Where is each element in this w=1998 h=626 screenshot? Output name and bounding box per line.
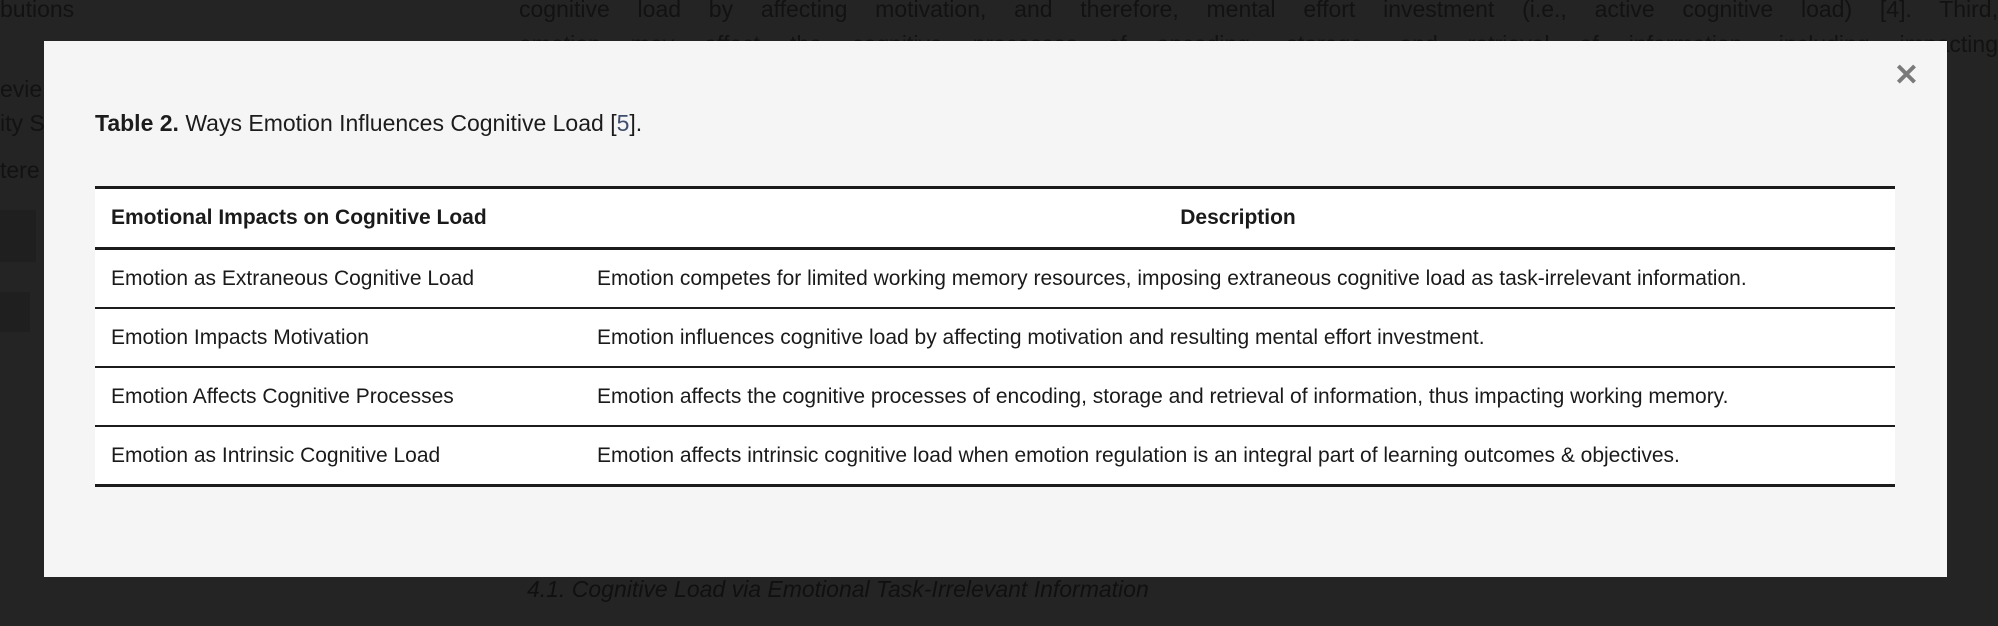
background-left-fragment: evie	[0, 76, 43, 102]
description-cell: Emotion competes for limited working mem…	[581, 248, 1895, 309]
background-left-fragment: tere	[0, 157, 40, 183]
background-left-fragment: ity S	[0, 110, 45, 136]
citation-link[interactable]: 5	[616, 110, 630, 136]
table-row: Emotion Impacts Motivation Emotion influ…	[95, 308, 1895, 368]
impact-cell: Emotion as Extraneous Cognitive Load	[95, 248, 581, 309]
table-caption-label: Table 2.	[95, 110, 179, 136]
dimmed-sidebar-panel	[0, 292, 30, 332]
description-cell: Emotion affects the cognitive processes …	[581, 367, 1895, 427]
table-dialog: ✕ Table 2. Ways Emotion Influences Cogni…	[44, 41, 1947, 577]
description-cell: Emotion affects intrinsic cognitive load…	[581, 426, 1895, 487]
dimmed-sidebar-panel	[0, 210, 36, 262]
table-caption: Table 2. Ways Emotion Influences Cogniti…	[95, 109, 642, 137]
description-cell: Emotion influences cognitive load by aff…	[581, 308, 1895, 368]
table-row: Emotion as Extraneous Cognitive Load Emo…	[95, 248, 1895, 309]
background-left-fragment: butions	[0, 0, 75, 22]
impact-cell: Emotion Affects Cognitive Processes	[95, 367, 581, 427]
table-caption-text: Ways Emotion Influences Cognitive Load [	[178, 110, 617, 136]
table-caption-suffix: ].	[629, 110, 643, 136]
impact-cell: Emotion as Intrinsic Cognitive Load	[95, 426, 581, 487]
close-button[interactable]: ✕	[1890, 57, 1923, 95]
table-row: Emotion Affects Cognitive Processes Emot…	[95, 367, 1895, 427]
close-icon: ✕	[1893, 59, 1919, 92]
column-header-impact: Emotional Impacts on Cognitive Load	[95, 187, 581, 250]
column-header-description: Description	[581, 187, 1895, 250]
emotion-cognitive-load-table: Emotional Impacts on Cognitive Load Desc…	[95, 186, 1895, 487]
impact-cell: Emotion Impacts Motivation	[95, 308, 581, 368]
background-paragraph-line-1: cognitive load by affecting motivation, …	[519, 0, 1998, 22]
table-row: Emotion as Intrinsic Cognitive Load Emot…	[95, 426, 1895, 487]
background-section-heading: 4.1. Cognitive Load via Emotional Task-I…	[527, 576, 1149, 602]
table-header-row: Emotional Impacts on Cognitive Load Desc…	[95, 187, 1895, 250]
